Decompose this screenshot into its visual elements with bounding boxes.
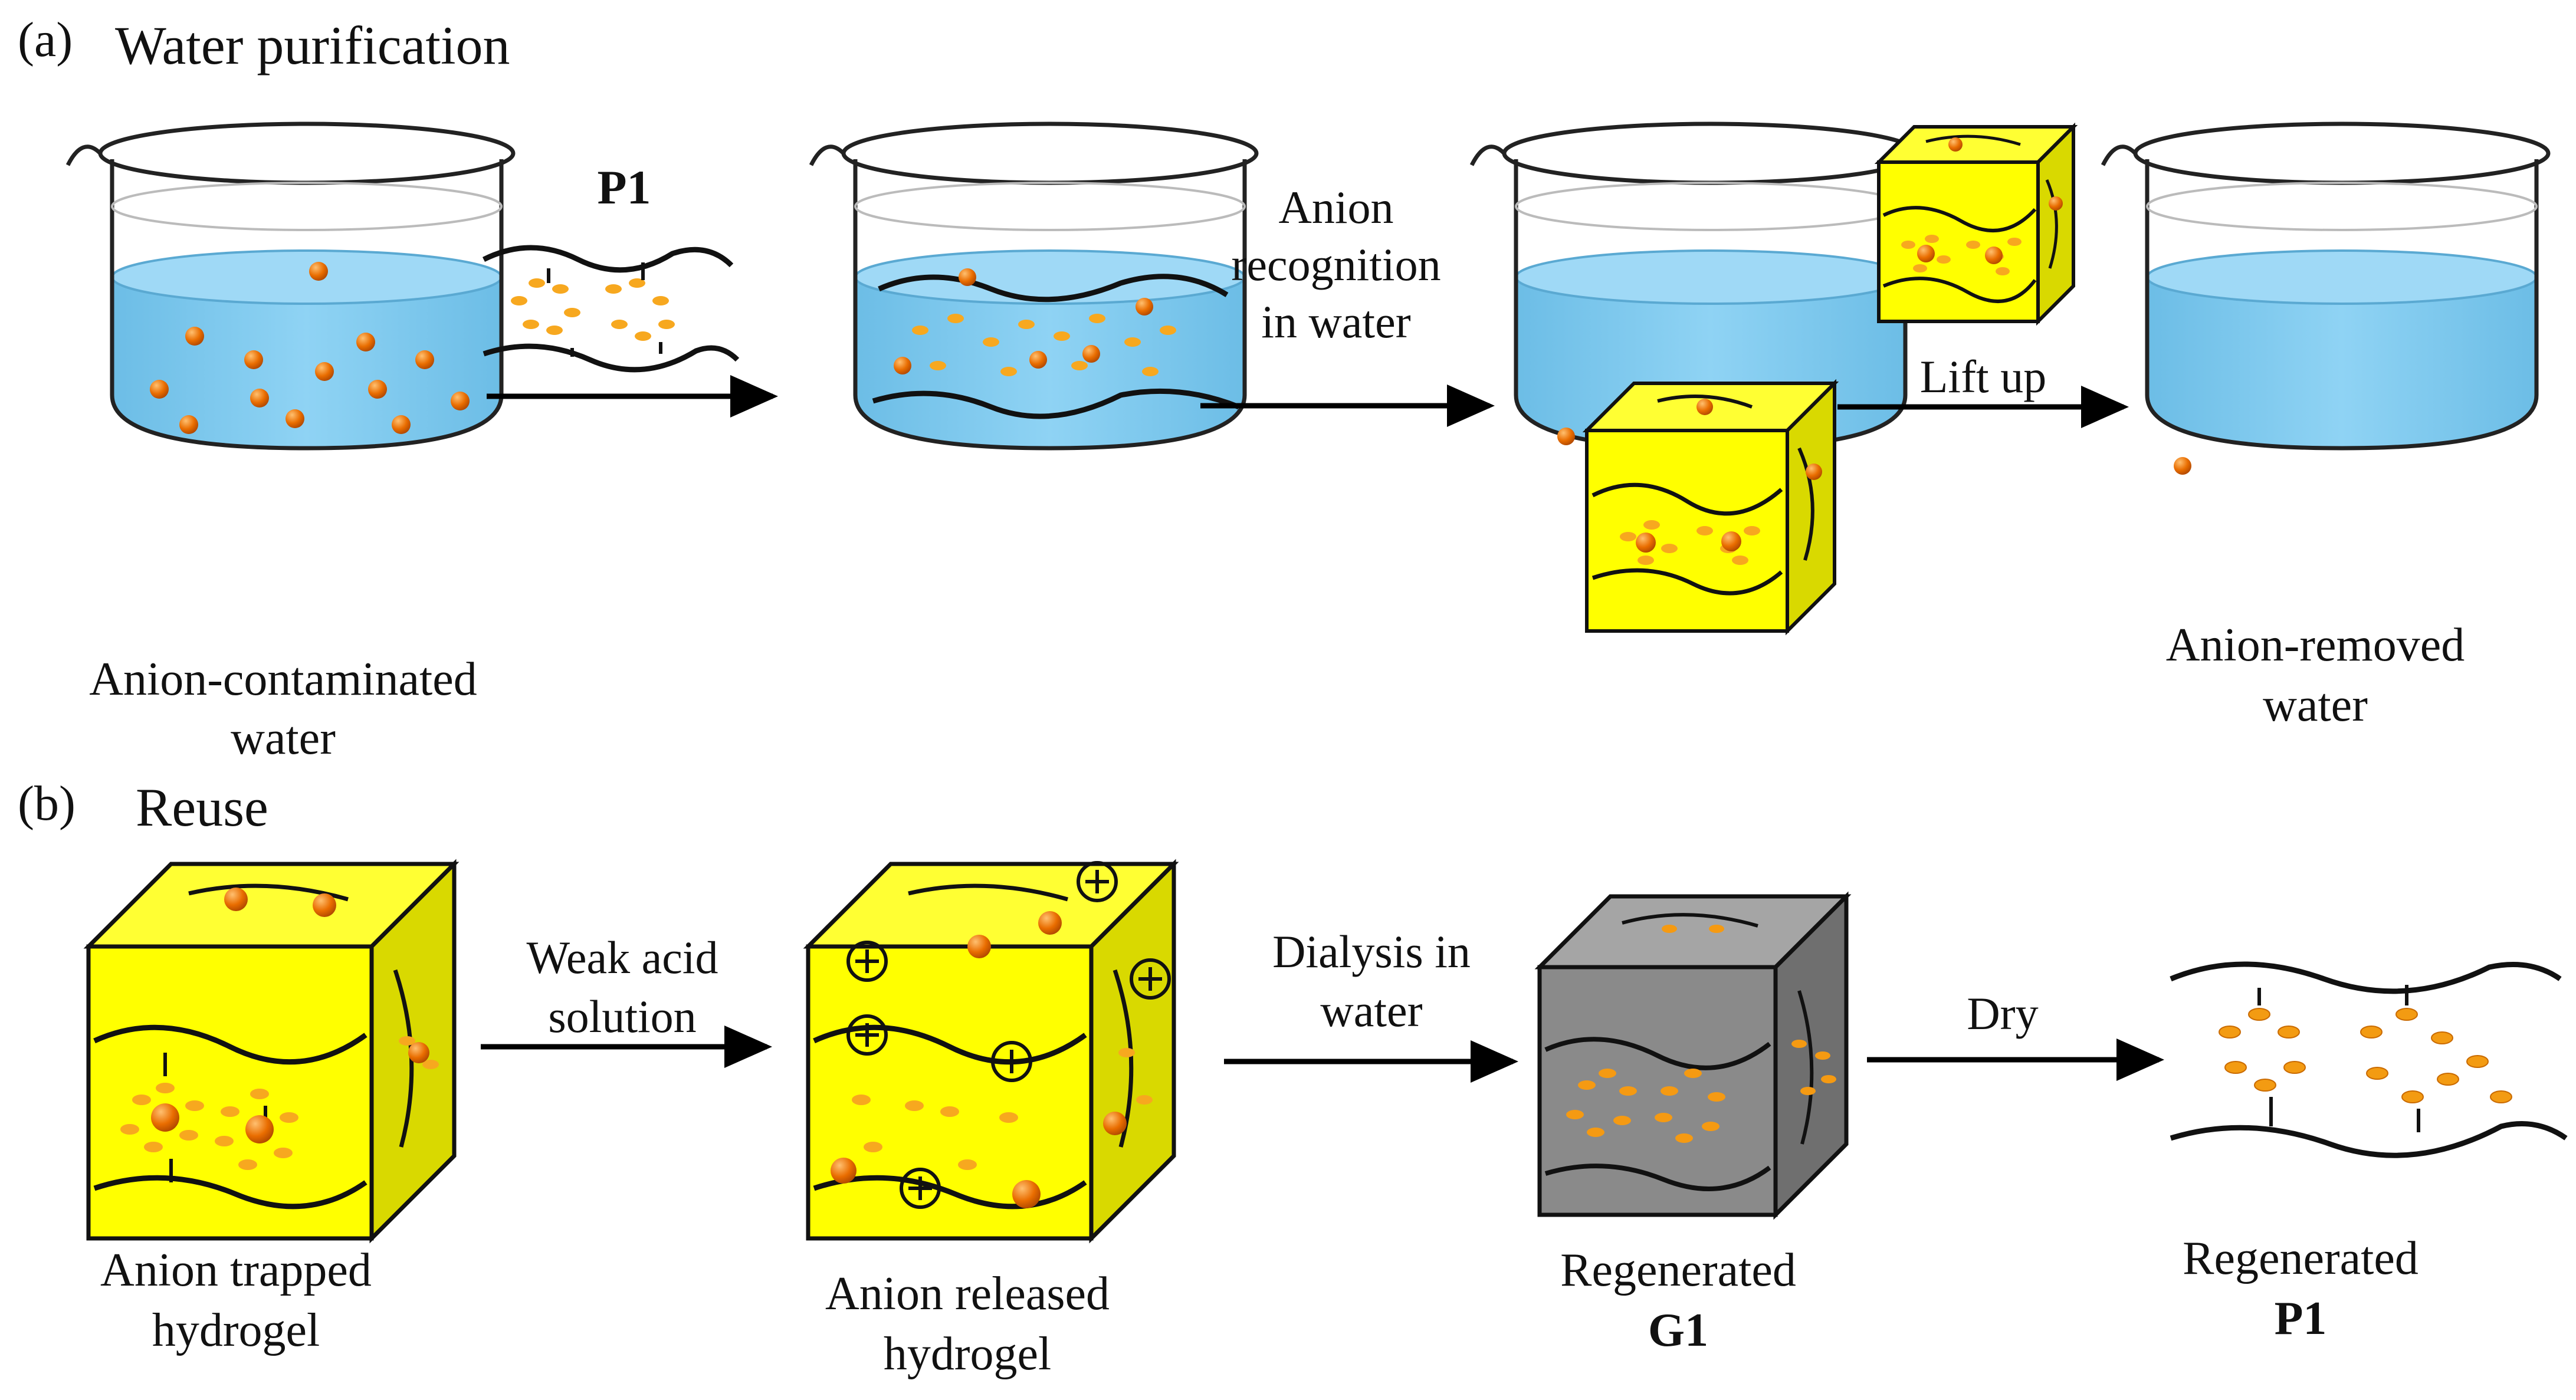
label-regen-g1-2: G1 <box>1648 1304 1708 1356</box>
beaker-with-polymer <box>809 121 1259 451</box>
label-removed-2: water <box>2263 679 2368 731</box>
panel-b-letter: (b) <box>18 776 76 831</box>
beaker-clean <box>2101 121 2551 475</box>
label-regen-p1-1: Regenerated <box>2183 1233 2419 1284</box>
label-removed-1: Anion-removed <box>2166 619 2465 671</box>
panel-a-letter: (a) <box>18 12 73 67</box>
hydrogel-released-cube <box>803 859 1179 1244</box>
label-contaminated-2: water <box>231 712 336 764</box>
step-lift-up: Lift up <box>1920 351 2046 402</box>
reagent-p1-label: P1 <box>597 160 651 214</box>
polymer-p1-icon <box>482 245 740 373</box>
label-regen-p1-2: P1 <box>2275 1293 2327 1345</box>
step-dialysis-1: Dialysis in <box>1272 926 1471 977</box>
regenerated-g1-cube <box>1534 891 1852 1220</box>
hydrogel-trapped-cube <box>83 859 460 1244</box>
step-recognition-2: recognition <box>1231 239 1440 290</box>
step-recognition-1: Anion <box>1279 182 1394 233</box>
lifted-hydrogel-cube <box>1874 122 2078 326</box>
label-released-1: Anion released <box>825 1268 1110 1320</box>
label-trapped-1: Anion trapped <box>100 1244 372 1296</box>
label-trapped-2: hydrogel <box>152 1304 320 1356</box>
step-weak-acid-2: solution <box>548 991 696 1042</box>
panel-b-title: Reuse <box>136 777 268 837</box>
regenerated-p1-polymer <box>2170 961 2568 1158</box>
step-dialysis-2: water <box>1320 985 1422 1036</box>
beaker-with-hydrogel <box>1469 121 1919 636</box>
step-recognition-3: in water <box>1261 296 1410 347</box>
beaker-contaminated <box>65 121 516 451</box>
step-dry: Dry <box>1967 988 2038 1039</box>
label-contaminated-1: Anion-contaminated <box>89 653 477 705</box>
proton-plus-icon <box>846 861 1171 1209</box>
step-weak-acid-1: Weak acid <box>526 932 718 983</box>
label-released-2: hydrogel <box>884 1328 1051 1380</box>
label-regen-g1-1: Regenerated <box>1560 1244 1796 1296</box>
panel-a-title: Water purification <box>115 15 510 75</box>
